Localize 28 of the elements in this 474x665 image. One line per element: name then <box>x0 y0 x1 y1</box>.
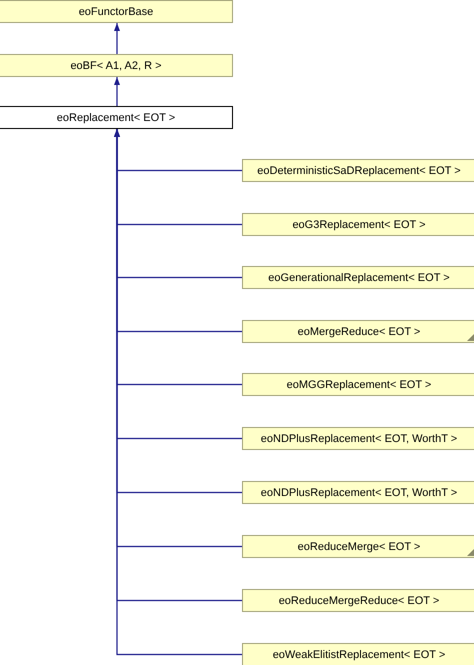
class-name: eoMGGReplacement< EOT > <box>286 378 432 390</box>
class-box <box>242 266 474 289</box>
class-name: eoGenerationalReplacement< EOT > <box>268 272 450 284</box>
class-box <box>242 427 474 450</box>
class-box <box>0 106 233 129</box>
inheritance-arrow <box>114 77 120 106</box>
class-name: eoReduceMergeReduce< EOT > <box>278 594 440 606</box>
class-box <box>242 213 474 236</box>
class-name: eoFunctorBase <box>78 6 154 18</box>
inheritance-arrow <box>114 23 120 54</box>
class-name: eoNDPlusReplacement< EOT, WorthT > <box>260 432 458 444</box>
class-box <box>242 159 474 182</box>
class-name: eoReduceMerge< EOT > <box>298 540 420 552</box>
class-box <box>242 535 474 558</box>
class-box <box>0 54 233 77</box>
class-name: eoG3Replacement< EOT > <box>292 218 426 230</box>
class-box <box>242 373 474 396</box>
class-name: eoNDPlusReplacement< EOT, WorthT > <box>260 486 458 498</box>
class-box <box>242 589 474 612</box>
class-box <box>242 320 474 343</box>
class-box <box>0 0 233 23</box>
class-name: eoMergeReduce< EOT > <box>298 326 420 338</box>
class-name: eoBF< A1, A2, R > <box>70 60 162 72</box>
class-box <box>242 481 474 504</box>
class-name: eoReplacement< EOT > <box>56 112 176 124</box>
class-box <box>242 643 474 665</box>
class-name: eoDeterministicSaDReplacement< EOT > <box>257 164 461 176</box>
class-name: eoWeakElitistReplacement< EOT > <box>272 648 446 660</box>
